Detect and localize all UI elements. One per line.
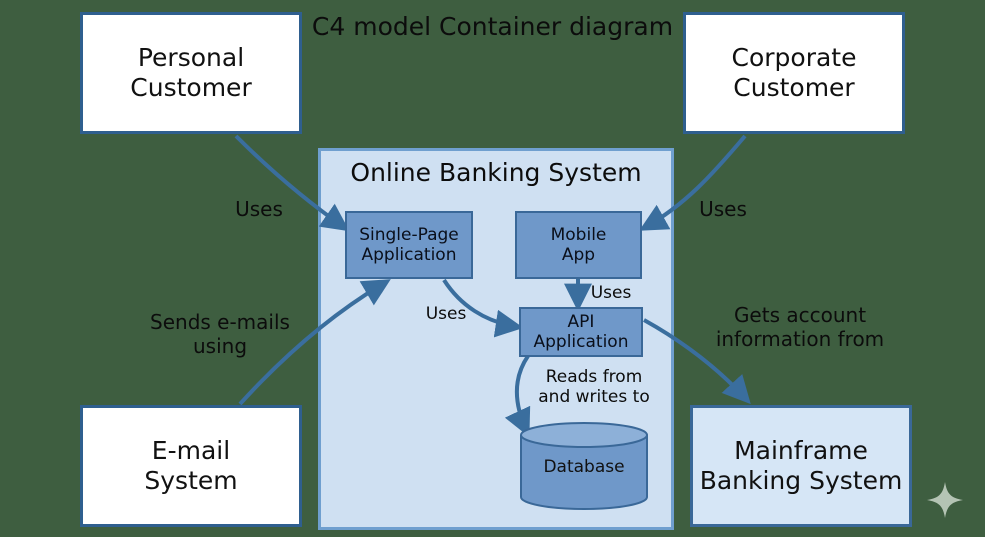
database-container: Database <box>519 421 649 511</box>
mainframe-banking-system-node: Mainframe Banking System <box>690 405 912 527</box>
label-corporate-uses: Uses <box>699 197 747 221</box>
boundary-title: Online Banking System <box>350 158 642 187</box>
corporate-customer-node: Corporate Customer <box>683 12 905 134</box>
label-spa-uses-api: Uses <box>425 304 467 324</box>
label-personal-uses: Uses <box>235 197 283 221</box>
api-application-container: API Application <box>519 307 643 357</box>
database-label: Database <box>543 457 625 477</box>
label-mobile-uses-api: Uses <box>590 283 632 303</box>
diagram-title: C4 model Container diagram <box>311 12 674 41</box>
personal-customer-node: Personal Customer <box>80 12 302 134</box>
spa-container: Single-Page Application <box>345 211 473 279</box>
mobile-app-container: Mobile App <box>515 211 642 279</box>
label-email-sends: Sends e-mails using <box>150 310 290 358</box>
sparkle-icon <box>927 482 963 518</box>
database-cylinder-icon <box>520 422 648 510</box>
label-api-reads-db: Reads from and writes to <box>538 367 650 408</box>
label-api-gets-mainframe: Gets account information from <box>715 303 885 351</box>
email-system-node: E-mail System <box>80 405 302 527</box>
